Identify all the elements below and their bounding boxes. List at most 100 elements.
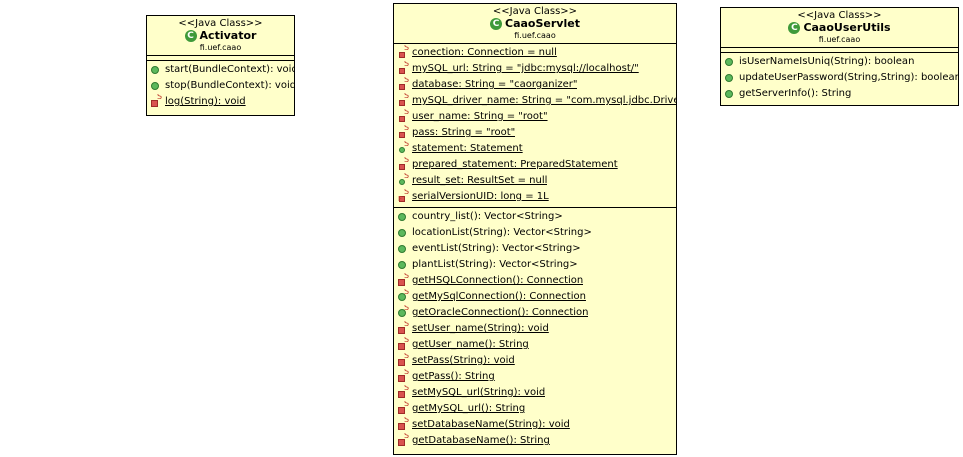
method-row[interactable]: plantList(String): Vector<String> xyxy=(394,257,676,273)
method-row[interactable]: locationList(String): Vector<String> xyxy=(394,225,676,241)
package-label: fi.uef.caao xyxy=(514,31,556,40)
method-label: getMySqlConnection(): Connection xyxy=(412,291,586,302)
class-name: Activator xyxy=(199,29,257,42)
method-label: setUser_name(String): void xyxy=(412,323,549,334)
stereotype-label: <<Java Class>> xyxy=(797,10,882,21)
methods-section: start(BundleContext): void stop(BundleCon… xyxy=(147,60,294,112)
private-static-field-icon: S xyxy=(394,109,412,125)
method-label: start(BundleContext): void xyxy=(165,64,294,75)
method-row[interactable]: eventList(String): Vector<String> xyxy=(394,241,676,257)
method-label: getDatabaseName(): String xyxy=(412,435,550,446)
public-method-icon xyxy=(394,257,412,273)
method-label: plantList(String): Vector<String> xyxy=(412,259,578,270)
attribute-label: mySQL_url: String = "jdbc:mysql://localh… xyxy=(412,63,639,74)
private-static-field-icon: S xyxy=(394,157,412,173)
method-row[interactable]: start(BundleContext): void xyxy=(147,62,294,78)
class-name: CaaoServlet xyxy=(505,17,580,30)
private-static-method-icon: S xyxy=(394,385,412,401)
class-header: <<Java Class>> C CaaoServlet fi.uef.caao xyxy=(394,4,676,43)
method-label: setDatabaseName(String): void xyxy=(412,419,570,430)
method-label: getOracleConnection(): Connection xyxy=(412,307,589,318)
method-label: getHSQLConnection(): Connection xyxy=(412,275,584,286)
method-label: getMySQL_url(): String xyxy=(412,403,526,414)
private-static-field-icon: S xyxy=(394,61,412,77)
method-row[interactable]: isUserNameIsUniq(String): boolean xyxy=(721,54,958,70)
attribute-label: serialVersionUID: long = 1L xyxy=(412,191,549,202)
class-name: CaaoUserUtils xyxy=(803,21,891,34)
public-method-icon xyxy=(721,54,739,70)
method-label: setMySQL_url(String): void xyxy=(412,387,546,398)
attribute-label: result_set: ResultSet = null xyxy=(412,175,548,186)
methods-section: country_list(): Vector<String> locationLi… xyxy=(394,207,676,451)
method-label: isUserNameIsUniq(String): boolean xyxy=(739,56,915,67)
method-label: getPass(): String xyxy=(412,371,495,382)
private-static-field-icon: S xyxy=(394,45,412,61)
private-static-method-icon: S xyxy=(394,401,412,417)
method-row[interactable]: country_list(): Vector<String> xyxy=(394,209,676,225)
method-label: log(String): void xyxy=(165,96,246,107)
attribute-label: user_name: String = "root" xyxy=(412,111,548,122)
private-static-field-icon: S xyxy=(394,93,412,109)
method-row[interactable]: getServerInfo(): String xyxy=(721,86,958,102)
stereotype-label: <<Java Class>> xyxy=(492,6,578,17)
attribute-label: conection: Connection = null xyxy=(412,47,557,58)
public-method-icon xyxy=(721,70,739,86)
private-static-field-icon: S xyxy=(394,77,412,93)
method-label: setPass(String): void xyxy=(412,355,515,366)
private-static-method-icon: S xyxy=(394,337,412,353)
attributes-section xyxy=(721,47,958,52)
class-box-activator[interactable]: <<Java Class>> C Activator fi.uef.caao s… xyxy=(146,15,295,116)
private-static-method-icon: S xyxy=(394,273,412,289)
package-static-method-icon: S xyxy=(394,305,412,321)
methods-section: isUserNameIsUniq(String): boolean updateU… xyxy=(721,52,958,104)
class-icon: C xyxy=(490,18,503,30)
public-method-icon xyxy=(147,62,165,78)
class-box-caaouserutils[interactable]: <<Java Class>> C CaaoUserUtils fi.uef.ca… xyxy=(720,7,959,106)
method-row[interactable]: updateUserPassword(String,String): boole… xyxy=(721,70,958,86)
method-row[interactable]: stop(BundleContext): void xyxy=(147,78,294,94)
public-method-icon xyxy=(394,225,412,241)
method-label: locationList(String): Vector<String> xyxy=(412,227,592,238)
public-method-icon xyxy=(721,86,739,102)
private-static-method-icon: S xyxy=(394,353,412,369)
method-label: stop(BundleContext): void xyxy=(165,80,294,91)
public-method-icon xyxy=(147,78,165,94)
attribute-label: pass: String = "root" xyxy=(412,127,516,138)
attribute-label: statement: Statement xyxy=(412,143,523,154)
method-label: eventList(String): Vector<String> xyxy=(412,243,581,254)
method-label: getServerInfo(): String xyxy=(739,88,852,99)
class-icon: C xyxy=(184,30,197,42)
attribute-label: prepared_statement: PreparedStatement xyxy=(412,159,618,170)
method-label: getUser_name(): String xyxy=(412,339,529,350)
private-static-method-icon: S xyxy=(394,369,412,385)
private-static-method-icon: S xyxy=(394,321,412,337)
class-icon: C xyxy=(788,22,801,34)
private-static-field-icon: S xyxy=(394,125,412,141)
package-static-field-icon: S xyxy=(394,173,412,189)
method-label: updateUserPassword(String,String): boole… xyxy=(739,72,958,83)
class-box-caaoservlet[interactable]: <<Java Class>> C CaaoServlet fi.uef.caao… xyxy=(393,3,677,455)
